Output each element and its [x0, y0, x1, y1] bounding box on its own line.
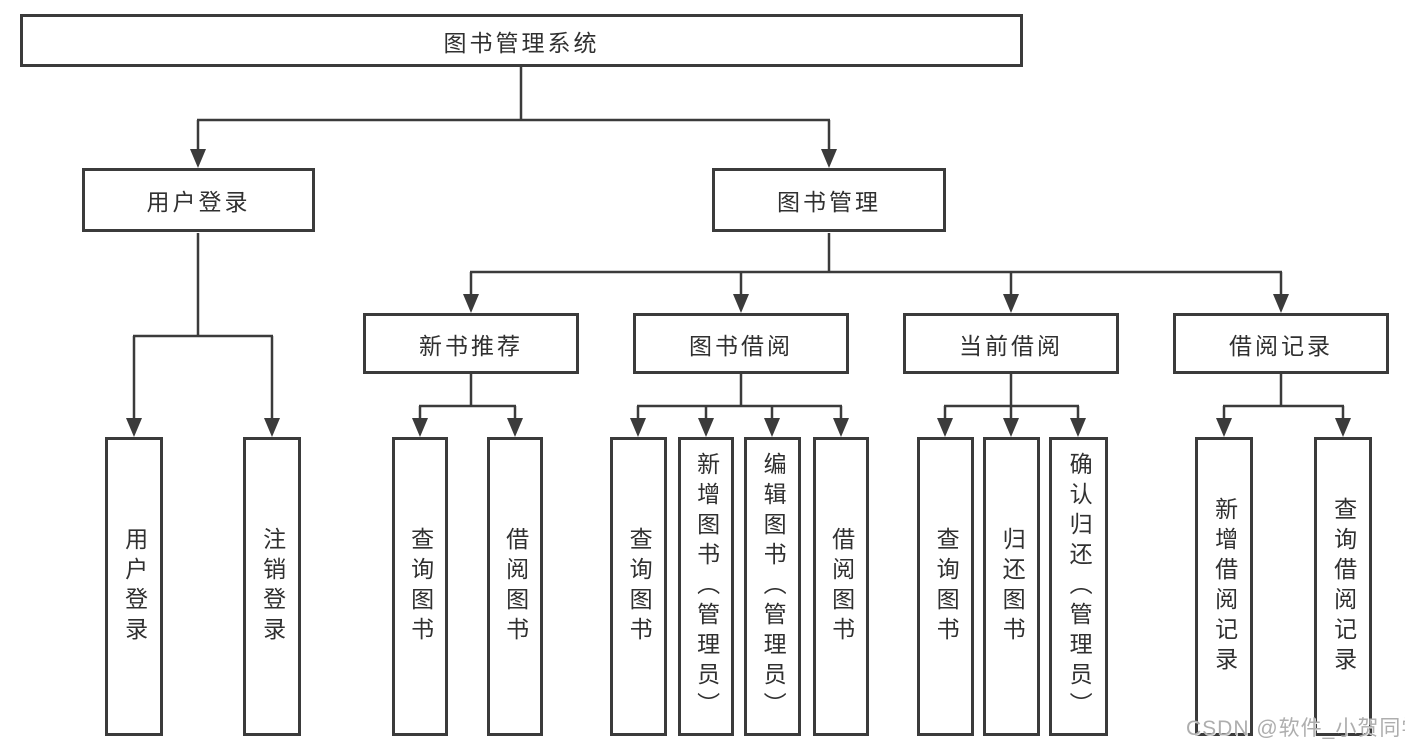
node-user-login: 用户登录	[82, 168, 315, 232]
node-root: 图书管理系统	[20, 14, 1023, 67]
leaf-current-confirm-return-admin: 确认归还（管理员）	[1049, 437, 1108, 736]
node-new-book-recommend: 新书推荐	[363, 313, 579, 374]
leaf-borrow-edit-admin: 编辑图书（管理员）	[744, 437, 801, 736]
leaf-borrow-borrow: 借阅图书	[813, 437, 869, 736]
leaf-newbooks-borrow: 借阅图书	[487, 437, 543, 736]
node-current-borrow: 当前借阅	[903, 313, 1119, 374]
leaf-current-return: 归还图书	[983, 437, 1040, 736]
leaf-borrow-add-admin: 新增图书（管理员）	[678, 437, 734, 736]
leaf-user-login: 用户登录	[105, 437, 163, 736]
node-borrow-records: 借阅记录	[1173, 313, 1389, 374]
leaf-borrow-query: 查询图书	[610, 437, 667, 736]
leaf-logout: 注销登录	[243, 437, 301, 736]
node-book-management: 图书管理	[712, 168, 946, 232]
leaf-current-query: 查询图书	[917, 437, 974, 736]
leaf-newbooks-query: 查询图书	[392, 437, 448, 736]
watermark: CSDN @软件_小贺同学	[1186, 717, 1405, 740]
leaf-records-query: 查询借阅记录	[1314, 437, 1372, 736]
leaf-records-add: 新增借阅记录	[1195, 437, 1253, 736]
node-book-borrow: 图书借阅	[633, 313, 849, 374]
arrowheads	[126, 149, 1351, 437]
